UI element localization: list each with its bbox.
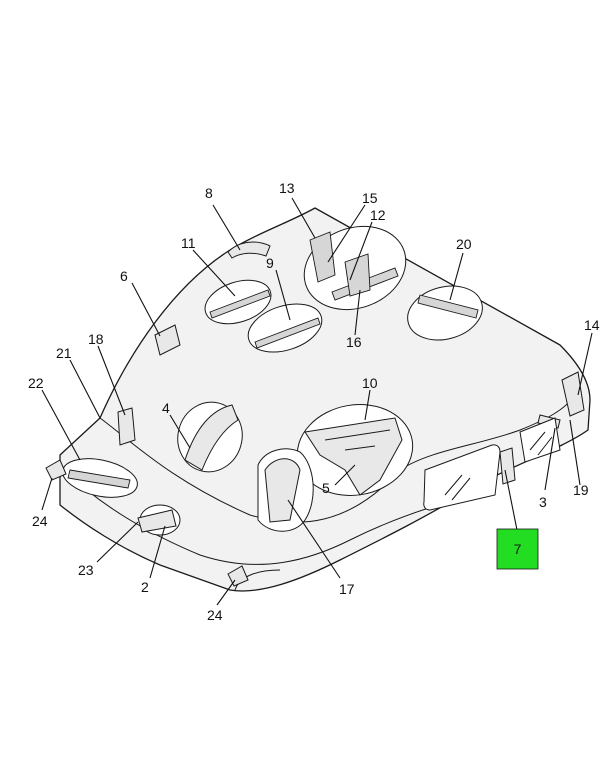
callout-17: 17: [339, 581, 355, 597]
callout-15: 15: [362, 190, 378, 206]
callout-24-bottom: 24: [207, 607, 223, 623]
callout-2: 2: [141, 579, 149, 595]
window-trim-7: [499, 447, 516, 485]
left-rear-window: [423, 444, 501, 511]
callout-14: 14: [584, 317, 600, 333]
highlighted-part-7[interactable]: 7: [496, 528, 539, 570]
callout-4: 4: [162, 400, 170, 416]
detail-views: [45, 225, 585, 587]
callout-9: 9: [266, 255, 274, 271]
detail-6: [154, 324, 181, 356]
rear-windows: [423, 417, 561, 511]
callout-12: 12: [370, 207, 386, 223]
clip-24-left: [45, 459, 67, 481]
callout-8: 8: [205, 185, 213, 201]
highlight-box[interactable]: [496, 528, 539, 570]
callout-19: 19: [573, 482, 589, 498]
callout-10: 10: [362, 375, 378, 391]
callout-21: 21: [56, 345, 72, 361]
callout-23: 23: [78, 562, 94, 578]
callout-22: 22: [28, 375, 44, 391]
callout-3: 3: [539, 494, 547, 510]
callout-18: 18: [88, 331, 104, 347]
clip-24-bottom: [227, 565, 249, 587]
detail-18: [117, 407, 136, 446]
callout-20: 20: [456, 236, 472, 252]
highlight-label: 7: [514, 541, 522, 557]
callout-13: 13: [279, 180, 295, 196]
callout-24-left: 24: [32, 513, 48, 529]
detail-8: [227, 241, 271, 259]
callout-labels: 8 13 15 12 11 9 20 6 16 14 18 21 22 10 4…: [28, 180, 600, 623]
callout-16: 16: [346, 334, 362, 350]
right-rear-window: [519, 417, 561, 463]
detail-14: [561, 371, 585, 417]
callout-5: 5: [322, 480, 330, 496]
leader-lines: [41, 197, 593, 606]
callout-6: 6: [120, 268, 128, 284]
callout-11: 11: [181, 235, 196, 251]
